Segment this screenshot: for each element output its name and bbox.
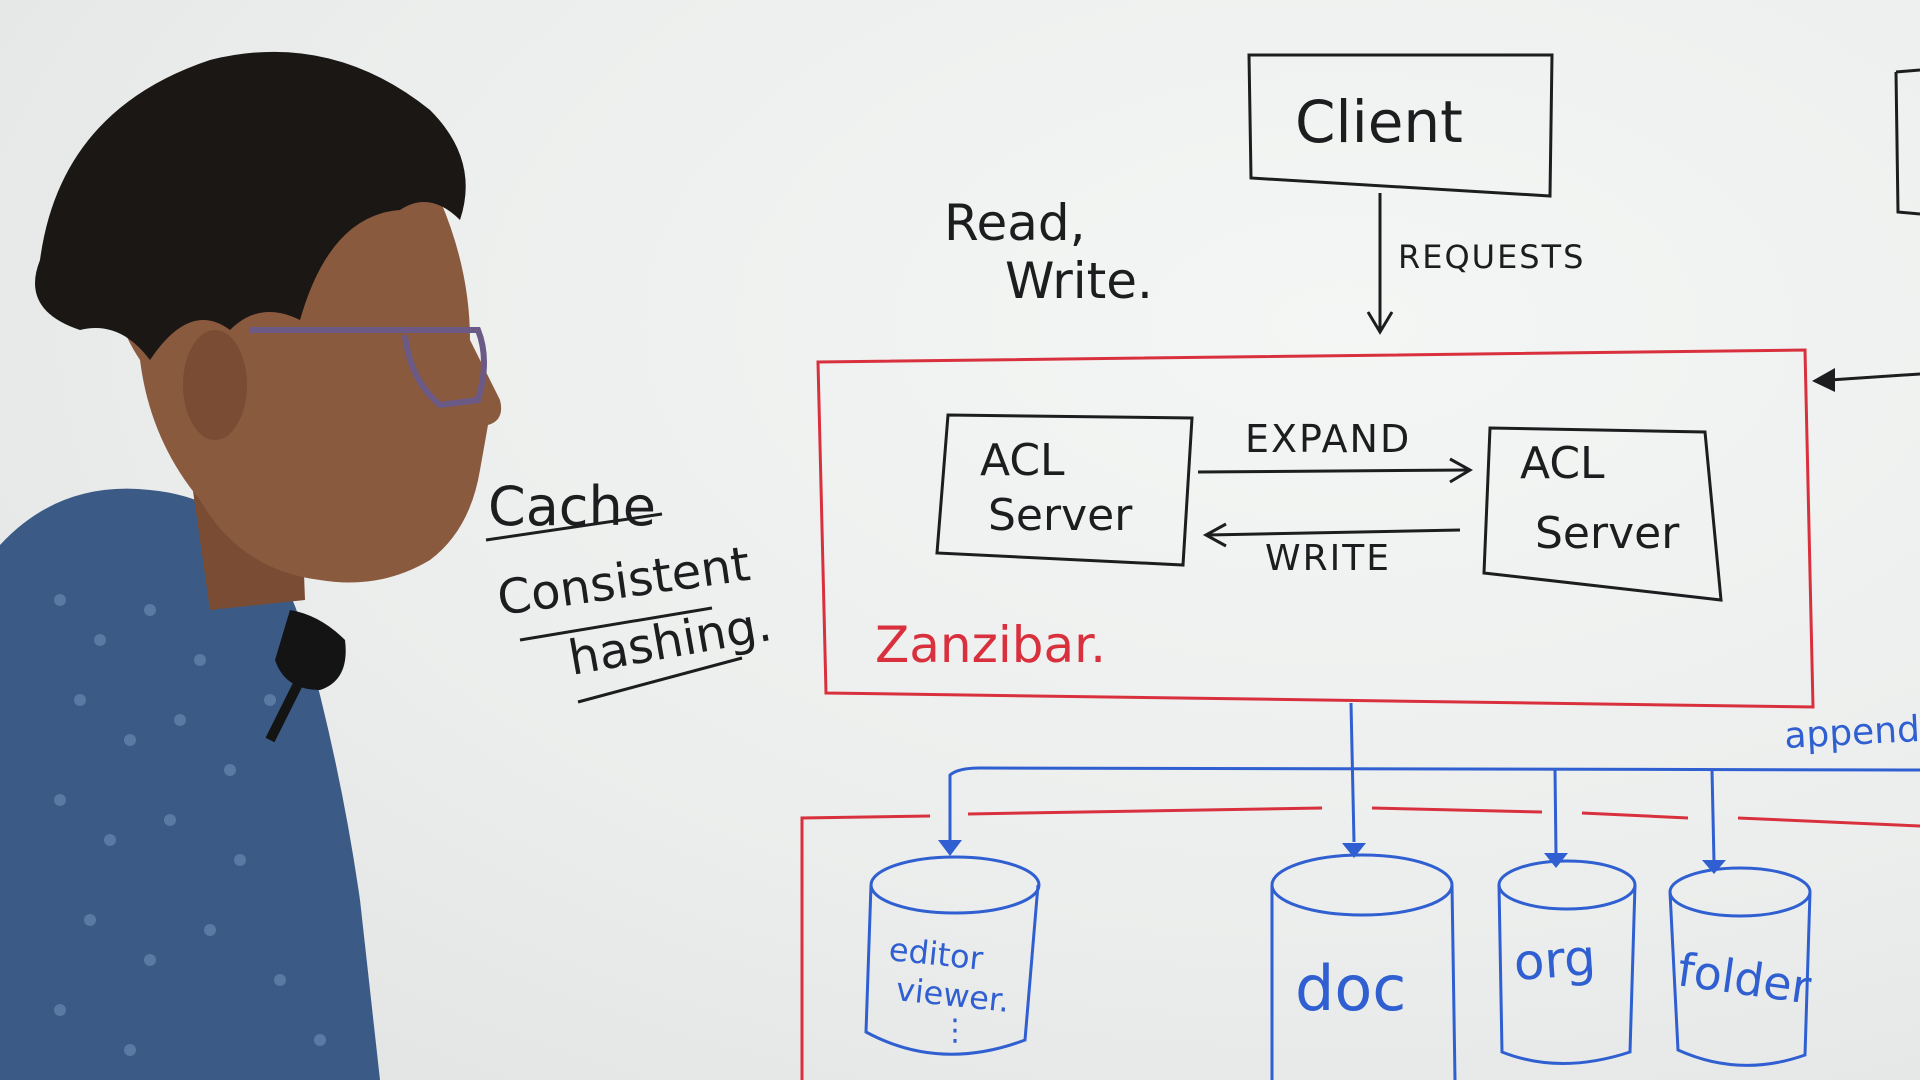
expand-label: EXPAND	[1245, 417, 1411, 461]
zanzibar-box: Zanzibar.	[816, 348, 1815, 709]
cache-notes: Cache Consistent hashing.	[485, 475, 776, 704]
presenter	[0, 51, 502, 1080]
client-label: Client	[1295, 88, 1463, 156]
read-label: Read,	[944, 194, 1086, 252]
acl-right-line2: Server	[1535, 508, 1680, 559]
right-edge-box	[1894, 68, 1920, 216]
db-doc: doc	[1270, 853, 1457, 1080]
expand-arrow: EXPAND	[1197, 417, 1474, 484]
acl-server-right: ACL Server	[1482, 426, 1723, 602]
storage-connections	[948, 702, 1920, 863]
db-folder-label: folder	[1674, 942, 1814, 1014]
acl-left-line2: Server	[988, 490, 1133, 541]
write-label: WRITE	[1265, 538, 1391, 579]
db-editor-viewer: editor viewer. ⋮	[864, 855, 1041, 1056]
db-editor-line3: ⋮	[940, 1013, 970, 1048]
zanzibar-label: Zanzibar.	[875, 616, 1106, 674]
write-note-label: Write.	[1005, 252, 1153, 310]
acl-right-line1: ACL	[1520, 438, 1605, 489]
db-org: org	[1497, 859, 1637, 1065]
requests-arrow: REQUESTS	[1366, 193, 1585, 335]
requests-label: REQUESTS	[1398, 238, 1585, 276]
write-arrow: WRITE	[1202, 522, 1461, 579]
client-box: Client	[1247, 53, 1554, 198]
right-incoming-arrow	[1812, 368, 1920, 392]
acl-left-line1: ACL	[980, 435, 1065, 486]
acl-server-left: ACL Server	[935, 413, 1194, 567]
db-doc-label: doc	[1295, 952, 1406, 1025]
append-label: append	[1783, 709, 1920, 757]
storage-box	[800, 806, 1920, 1080]
db-org-label: org	[1512, 928, 1598, 992]
read-write-note: Read, Write.	[944, 194, 1153, 310]
db-folder: folder	[1668, 866, 1814, 1067]
